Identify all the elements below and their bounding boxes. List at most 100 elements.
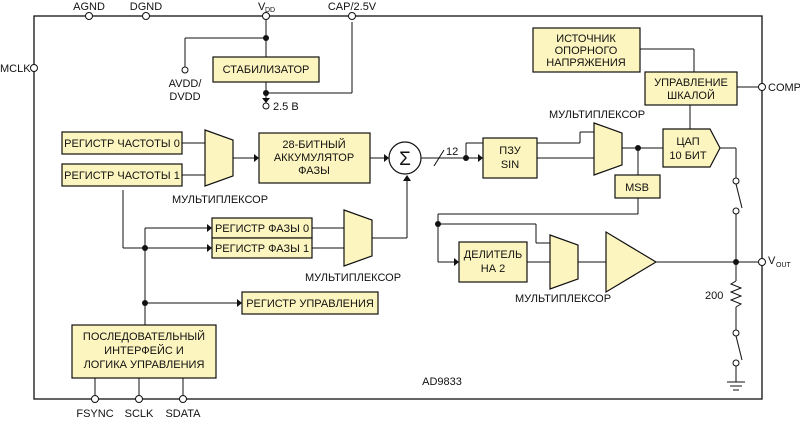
avdd-label-1: AVDD/ [169,78,203,90]
pin-label-sclk: SCLK [125,408,154,420]
divider-label-2: НА 2 [481,263,505,275]
arrow-regulator-out [262,98,270,103]
pin-label-comp: COMP [768,82,800,94]
pin-label-vout: V [768,255,776,267]
node-2v5 [262,102,270,110]
arrow-to-divider [454,258,459,266]
mux-output-label: МУЛЬТИПЛЕКСОР [515,293,611,305]
control-register-block [241,291,379,315]
freq-register-0 [61,131,183,155]
freq-register-0-label: РЕГИСТР ЧАСТОТЫ 0 [64,138,180,150]
pin-label-vdd: V [258,1,266,13]
pin-cap [348,12,356,20]
msb-label: MSB [625,182,649,194]
sigma-symbol: Σ [399,149,411,170]
arrow-mux4-to-sigma [403,175,411,181]
switches [732,177,743,367]
reference-block [532,27,641,73]
mux-rom [593,122,623,176]
scale-control-label-2: ШКАЛОЙ [667,89,715,102]
serial-label-3: ЛОГИКА УПРАВЛЕНИЯ [84,359,205,371]
avdd-label-2: DVDD [169,91,200,103]
regulator-block [212,56,320,83]
switch-contact [732,329,740,337]
junction-dot [263,90,269,96]
pin-comp [758,83,766,91]
junctions [142,35,739,306]
mux-phase [343,209,373,267]
switch-contact [732,359,740,367]
regulator-label: СТАБИЛИЗАТОР [223,64,310,76]
junction-dot [263,35,269,41]
v25-label: 2.5 В [273,101,299,113]
arrow-mux1-out [254,154,259,162]
serial-label-2: ИНТЕРФЕЙС И [104,344,184,357]
phase-accumulator-block [258,132,371,184]
sigma-adder [388,141,422,175]
dac-label-1: ЦАП [676,136,699,148]
mux-frequency [204,129,234,187]
pins [30,12,766,403]
pin-label-vout-sub: OUT [776,262,792,269]
accumulator-label-2: АККУМУЛЯТОР [274,152,354,164]
mux-output [549,234,579,290]
msb-block [614,174,661,199]
pin-label-vdd-sub: DD [265,7,275,14]
pin-dgnd [142,12,150,20]
serial-label-1: ПОСЛЕДОВАТЕЛЬНЫЙ [83,330,205,343]
junction-dot [463,155,469,161]
accumulator-label-3: ФАЗЫ [298,165,330,177]
rom-label-2: SIN [501,159,519,171]
freq-register-1 [61,163,183,187]
pin-label-dgnd: DGND [130,1,162,13]
reference-label-1: ИСТОЧНИК [556,33,616,45]
pin-label-sdata: SDATA [165,408,201,420]
resistor-symbol [729,280,743,308]
junction-dot [635,145,641,151]
switch-contact [732,207,740,215]
switch-contact [732,177,740,185]
scale-control-block [644,71,738,106]
pin-sclk [135,395,143,403]
phase-register-0-label: РЕГИСТР ФАЗЫ 0 [215,223,309,235]
scale-control-label-1: УПРАВЛЕНИЕ [654,77,728,89]
junction-dot [435,221,441,227]
arrow-phase1-in [207,244,212,252]
phase-register-1-label: РЕГИСТР ФАЗЫ 1 [215,243,309,255]
freq-register-1-label: РЕГИСТР ЧАСТОТЫ 1 [64,170,180,182]
chip-name: AD9833 [422,376,462,388]
switch-blade [735,335,743,361]
arrow-control-register [237,299,242,307]
pin-vout [758,258,766,266]
serial-interface-block [71,324,217,379]
ground-icon [727,381,745,391]
output-amplifier [605,230,658,294]
junction-dot [142,245,148,251]
pin-mclk [30,64,38,72]
pin-label-cap: CAP/2.5V [328,1,377,13]
control-register-label: РЕГИСТР УПРАВЛЕНИЯ [246,298,374,310]
arrow-phase0-in [207,224,212,232]
phase-register-1 [211,237,313,259]
rom-label-1: ПЗУ [499,145,521,157]
reference-label-3: НАПРЯЖЕНИЯ [546,57,625,69]
mux-frequency-label: МУЛЬТИПЛЕКСОР [172,194,268,206]
accumulator-label-1: 28-БИТНЫЙ [282,138,345,151]
pin-sdata [179,395,187,403]
pin-vdd [262,12,270,20]
pin-label-fsync: FSYNC [76,408,113,420]
pin-label-agnd: AGND [73,1,105,13]
dac-label-2: 10 БИТ [669,150,706,162]
mux-rom-label: МУЛЬТИПЛЕКСОР [549,109,645,121]
reference-label-2: ОПОРНОГО [555,45,618,57]
mux-phase-label: МУЛЬТИПЛЕКСОР [305,272,401,284]
sine-rom-block [482,137,538,179]
junction-dot [733,259,739,265]
pin-fsync [91,395,99,403]
arrow-accumulator-out [384,154,389,162]
pin-label-mclk: MCLK [0,63,31,75]
divider-label-1: ДЕЛИТЕЛЬ [464,249,522,261]
switch-blade [735,183,743,209]
bus-width-label: 12 [446,146,458,158]
